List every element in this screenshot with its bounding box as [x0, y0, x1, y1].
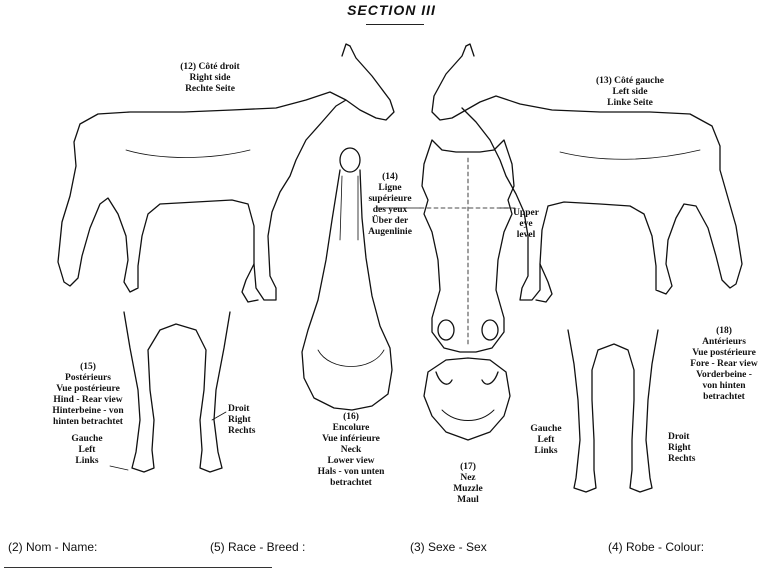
label-left-side: (13) Côté gauche Left side Linke Seite — [575, 76, 685, 109]
label-fore-de-1: Vorderbeine - — [674, 370, 774, 381]
label-hind-de-1: Hinterbeine - von — [34, 406, 142, 417]
label-hind-left: Gauche Left Links — [62, 434, 112, 467]
label-fore-left-en: Left — [522, 435, 570, 446]
head-front-view-drawing — [420, 140, 516, 352]
label-fore-left-de: Links — [522, 446, 570, 457]
label-fore-right-fr: Droit — [668, 432, 708, 443]
label-right-side: (12) Côté droit Right side Rechte Seite — [140, 62, 280, 95]
label-eye-line-fr-2: supérieure — [358, 194, 422, 205]
fore-legs-rear-view-drawing — [568, 330, 658, 492]
label-muzzle-en: Muzzle — [440, 484, 496, 495]
label-hind-left-fr: Gauche — [62, 434, 112, 445]
label-hind-number: (15) — [34, 362, 142, 373]
label-fore-left-fr: Gauche — [522, 424, 570, 435]
label-muzzle-fr: Nez — [440, 473, 496, 484]
label-upper-eye-level: Upper eye level — [506, 208, 546, 241]
label-neck-number: (16) — [296, 412, 406, 423]
label-neck-fr-2: Vue inférieure — [296, 434, 406, 445]
label-upper-eye-2: eye — [506, 219, 546, 230]
label-fore-right: Droit Right Rechts — [668, 432, 708, 465]
label-neck: (16) Encolure Vue inférieure Neck Lower … — [296, 412, 406, 489]
label-fore-de-2: von hinten — [674, 381, 774, 392]
label-hind-en: Hind - Rear view — [34, 395, 142, 406]
label-left-side-de: Linke Seite — [575, 98, 685, 109]
label-fore-right-en: Right — [668, 443, 708, 454]
label-eye-line: (14) Ligne supérieure des yeux Über der … — [358, 172, 422, 238]
breed-field-label: (5) Race - Breed : — [210, 540, 305, 554]
label-neck-fr-1: Encolure — [296, 423, 406, 434]
label-hind-fr-1: Postérieurs — [34, 373, 142, 384]
name-field-underline — [4, 567, 272, 568]
label-fore-de-3: betrachtet — [674, 392, 774, 403]
label-fore-fr-2: Vue postérieure — [674, 348, 774, 359]
label-hind-left-de: Links — [62, 456, 112, 467]
label-eye-line-fr-1: Ligne — [358, 183, 422, 194]
label-hind-right-de: Rechts — [228, 426, 268, 437]
label-hind-fr-2: Vue postérieure — [34, 384, 142, 395]
label-hind-right: Droit Right Rechts — [228, 404, 268, 437]
label-muzzle-number: (17) — [440, 462, 496, 473]
label-neck-de-2: betrachtet — [296, 478, 406, 489]
label-upper-eye-1: Upper — [506, 208, 546, 219]
label-hind-legs: (15) Postérieurs Vue postérieure Hind - … — [34, 362, 142, 428]
label-fore-legs: (18) Antérieurs Vue postérieure Fore - R… — [674, 326, 774, 403]
label-fore-right-de: Rechts — [668, 454, 708, 465]
label-left-side-fr: (13) Côté gauche — [575, 76, 685, 87]
label-fore-fr-1: Antérieurs — [674, 337, 774, 348]
colour-field-label: (4) Robe - Colour: — [608, 540, 704, 554]
label-right-side-en: Right side — [140, 73, 280, 84]
label-right-side-fr: (12) Côté droit — [140, 62, 280, 73]
label-neck-de-1: Hals - von unten — [296, 467, 406, 478]
sex-field-label: (3) Sexe - Sex — [410, 540, 487, 554]
name-field-label: (2) Nom - Name: — [8, 540, 97, 554]
label-fore-number: (18) — [674, 326, 774, 337]
label-fore-left: Gauche Left Links — [522, 424, 570, 457]
label-hind-right-en: Right — [228, 415, 268, 426]
label-eye-line-de-1: Über der — [358, 216, 422, 227]
label-neck-en-1: Neck — [296, 445, 406, 456]
label-muzzle: (17) Nez Muzzle Maul — [440, 462, 496, 506]
label-hind-de-2: hinten betrachtet — [34, 417, 142, 428]
label-muzzle-de: Maul — [440, 495, 496, 506]
label-upper-eye-3: level — [506, 230, 546, 241]
label-eye-line-number: (14) — [358, 172, 422, 183]
label-fore-en: Fore - Rear view — [674, 359, 774, 370]
label-right-side-de: Rechte Seite — [140, 84, 280, 95]
label-eye-line-fr-3: des yeux — [358, 205, 422, 216]
muzzle-drawing — [424, 358, 510, 440]
label-eye-line-de-2: Augenlinie — [358, 227, 422, 238]
label-hind-left-en: Left — [62, 445, 112, 456]
label-neck-en-2: Lower view — [296, 456, 406, 467]
label-hind-right-fr: Droit — [228, 404, 268, 415]
label-left-side-en: Left side — [575, 87, 685, 98]
